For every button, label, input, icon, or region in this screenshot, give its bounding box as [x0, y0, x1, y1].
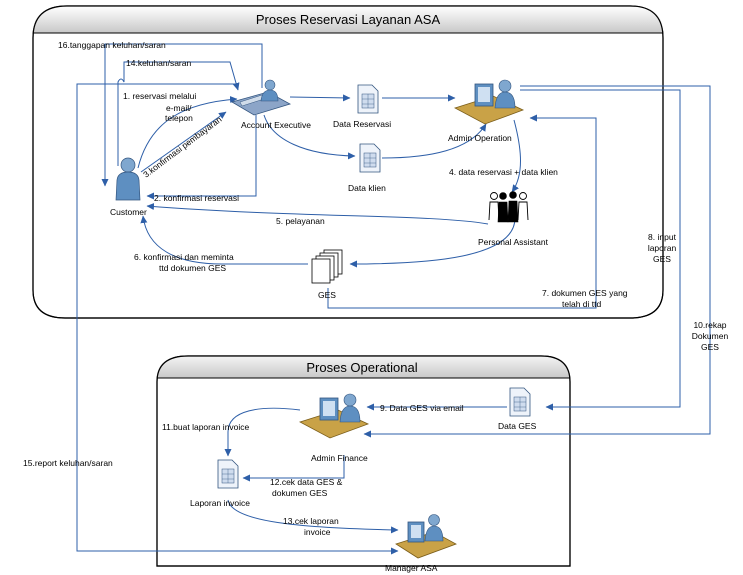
data-reservasi-label: Data Reservasi: [333, 119, 391, 129]
ges-documents-icon: [311, 249, 343, 284]
data-ges-label: Data GES: [498, 421, 537, 431]
arrow-2: [146, 115, 257, 200]
arrow-15: [76, 83, 399, 555]
personal-assistant-label: Personal Assistant: [478, 237, 549, 247]
flow-6-line1: 6. konfirmasi dan meminta: [134, 252, 234, 262]
manager-asa-icon: [395, 514, 457, 559]
admin-operation-icon: [453, 79, 525, 125]
arrow-8: [520, 89, 681, 411]
flow-2-label: 2. konfirmasi reservasi: [154, 193, 239, 203]
operational-title: Proses Operational: [306, 360, 417, 375]
arrow-6: [140, 215, 308, 265]
data-klien-label: Data klien: [348, 183, 386, 193]
laporan-invoice-icon: [217, 459, 239, 489]
flow-1-line3: telepon: [165, 113, 193, 123]
node-labels: Account Executive Admin Operation Custom…: [110, 119, 549, 573]
arrow-4: [511, 119, 521, 193]
account-executive-icon: [230, 79, 292, 116]
flow-arrows: [76, 43, 711, 555]
customer-label: Customer: [110, 207, 147, 217]
flow-10-line2: Dokumen: [692, 331, 729, 341]
account-executive-label: Account Executive: [241, 120, 311, 130]
arrow-pa-ges: [349, 217, 516, 268]
arrow-11: [224, 407, 301, 457]
ges-label: GES: [318, 290, 336, 300]
data-klien-icon: [359, 143, 381, 173]
arrow-data-klien-admin: [381, 123, 487, 159]
flow-13-line2: invoice: [304, 527, 331, 537]
data-reservasi-icon: [357, 84, 379, 114]
admin-operation-label: Admin Operation: [448, 133, 512, 143]
laporan-invoice-label: Laporan invoice: [190, 498, 250, 508]
arrow-13: [227, 499, 399, 534]
flow-11-label: 11.buat laporan invoice: [162, 422, 250, 432]
flow-10-line1: 10.rekap: [693, 320, 726, 330]
arrow-12: [242, 455, 345, 482]
arrow-7: [327, 114, 597, 309]
arrow-1: [137, 96, 238, 169]
customer-icon: [115, 157, 141, 201]
flow-6-line2: ttd dokumen GES: [159, 263, 226, 273]
arrow-14: [117, 61, 240, 166]
reservasi-title: Proses Reservasi Layanan ASA: [256, 12, 441, 27]
flow-1-line2: e-mail/: [166, 103, 192, 113]
flow-1-line1: 1. reservasi melalui: [123, 91, 196, 101]
arrow-5: [146, 203, 489, 225]
flow-16-label: 16.tanggapan keluhan/saran: [58, 40, 166, 50]
arrow-ae-data-reservasi: [289, 94, 351, 102]
flow-8-line2: laporan: [648, 243, 677, 253]
flow-4-label: 4. data reservasi + data klien: [449, 167, 558, 177]
data-ges-icon: [509, 387, 531, 417]
personal-assistant-icon: [488, 191, 529, 223]
flow-10-line3: GES: [701, 342, 719, 352]
admin-finance-label: Admin Finance: [311, 453, 368, 463]
arrow-10: [363, 85, 711, 438]
arrow-3: [140, 111, 227, 173]
flow-8-line3: GES: [653, 254, 671, 264]
arrow-ae-data-klien: [263, 114, 356, 160]
flow-13-line1: 13.cek laporan: [283, 516, 339, 526]
flow-12-line1: 12.cek data GES &: [270, 477, 343, 487]
manager-asa-label: Manager ASA: [385, 563, 438, 573]
flow-14-label: 14.keluhan/saran: [126, 58, 191, 68]
flow-12-line2: dokumen GES: [272, 488, 328, 498]
flow-8-line1: 8. input: [648, 232, 677, 242]
flow-9-label: 9. Data GES via email: [380, 403, 464, 413]
flow-5-label: 5. pelayanan: [276, 216, 325, 226]
arrow-16: [101, 43, 263, 187]
flow-7-line2: telah di ttd: [562, 299, 601, 309]
flow-15-label: 15.report keluhan/saran: [23, 458, 113, 468]
flow-7-line1: 7. dokumen GES yang: [542, 288, 628, 298]
admin-finance-icon: [298, 393, 370, 439]
